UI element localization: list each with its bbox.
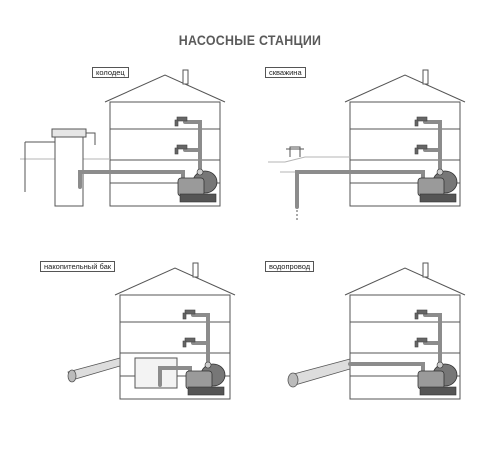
house-mains-diagram <box>287 262 466 400</box>
panel-tank: накопительный бак <box>20 255 260 425</box>
pump-station-icon <box>417 361 458 396</box>
label-tank: накопительный бак <box>40 261 116 272</box>
pump-station-icon <box>417 168 458 203</box>
panel-borehole: скважина <box>260 62 500 232</box>
label-borehole: скважина <box>265 67 306 78</box>
label-well: колодец <box>92 67 129 78</box>
house-tank-diagram <box>67 262 236 400</box>
inlet-pipe-icon <box>67 357 121 383</box>
mains-pipe-icon <box>287 358 351 388</box>
label-mains: водопровод <box>265 261 315 272</box>
page-title: НАСОСНЫЕ СТАНЦИИ <box>178 33 322 48</box>
panel-mains: водопровод <box>260 255 500 425</box>
pump-station-icon <box>185 361 226 396</box>
house-well-diagram <box>20 69 226 207</box>
house-borehole-diagram <box>268 69 466 222</box>
panel-well: колодец <box>20 62 260 232</box>
pump-station-icon <box>177 168 218 203</box>
